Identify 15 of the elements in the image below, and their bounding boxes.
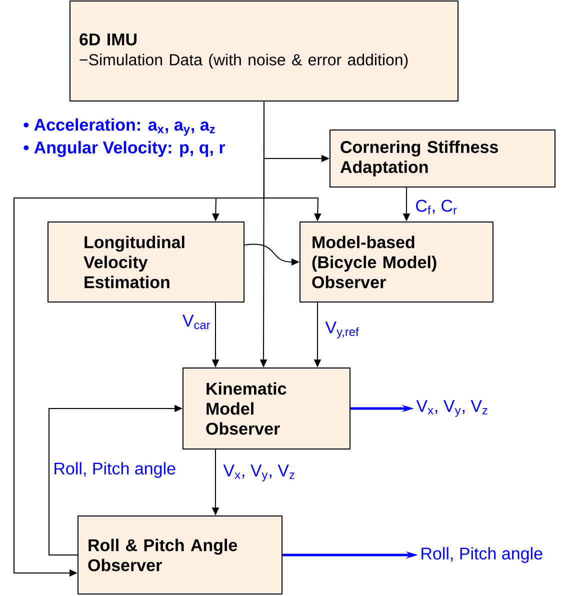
process-box: Kinematic Model Observer <box>182 368 350 450</box>
edge-label: C$_{f}$, C$_{r}$ <box>414 198 458 216</box>
output-label: Roll, Pitch angle <box>422 547 542 563</box>
edge-label: V$_{x}$, V$_{y}$, V$_{z}$ <box>222 464 296 482</box>
signal-label: • Acceleration: a$_{x}$, a$_{y}$, a$_{z}$ <box>24 118 215 136</box>
process-box: Cornering Stiffness Adaptation <box>330 130 556 188</box>
edge-label: Roll, Pitch angle <box>52 461 178 479</box>
process-box: Longitudinal Velocity Estimation <box>48 222 244 302</box>
edge-label: V$_{car}$ <box>181 314 212 330</box>
edge-label: V$_{y,ref}$ <box>324 320 360 340</box>
output-label: V$_{x}$, V$_{y}$, V$_{z}$ <box>416 400 488 417</box>
process-box: Roll & Pitch Angle Observer <box>78 516 282 594</box>
sensor-box: 6D IMU −Simulation Data (with noise & error addition) <box>70 0 458 102</box>
process-box: Model-based (Bicycle Model) Observer <box>300 222 494 302</box>
signal-label: • Angular Velocity: p, q, r <box>24 141 226 157</box>
